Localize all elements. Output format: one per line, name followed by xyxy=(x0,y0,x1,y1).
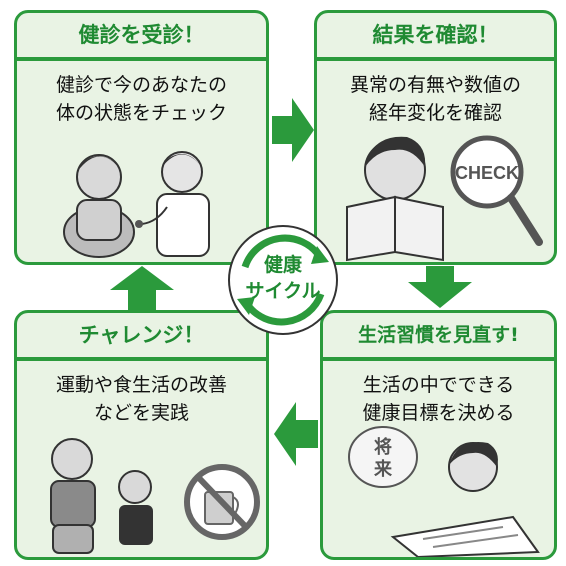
step-card-challenge: チャレンジ！ 運動や食生活の改善 などを実践 xyxy=(14,310,269,560)
reading-results-illustration: CHECK xyxy=(346,135,543,262)
step-card-review-habits: 生活習慣を見直す! 生活の中でできる 健康目標を決める 将 来 xyxy=(320,310,557,560)
goal-planning-illustration: 将 来 xyxy=(348,426,540,557)
title-underline xyxy=(17,57,266,61)
step-title: 健診を受診！ xyxy=(78,23,205,47)
step-title: 結果を確認！ xyxy=(372,23,499,47)
cycle-label-line: 健康 xyxy=(263,254,302,276)
step-description: 運動や食生活の改善 などを実践 xyxy=(23,371,260,427)
title-underline xyxy=(317,57,554,61)
description-line: 経年変化を確認 xyxy=(368,102,502,124)
arrow-right xyxy=(272,98,314,162)
arrow-up xyxy=(110,266,174,310)
title-underline xyxy=(17,357,266,361)
step-title: 生活習慣を見直す! xyxy=(358,324,519,346)
arrow-down xyxy=(408,266,472,308)
future-bubble-text: 将 xyxy=(374,436,392,458)
description-line: 体の状態をチェック xyxy=(55,102,227,124)
step-description: 異常の有無や数値の 経年変化を確認 xyxy=(323,71,548,127)
title-underline xyxy=(323,357,554,361)
description-line: 健診で今のあなたの xyxy=(55,74,227,96)
arrow-left xyxy=(274,402,318,466)
description-line: などを実践 xyxy=(93,402,189,424)
cycle-ring-icon xyxy=(228,225,338,335)
cycle-label: 健康 サイクル xyxy=(225,252,341,304)
cycle-label-line: サイクル xyxy=(245,280,321,302)
description-line: 異常の有無や数値の xyxy=(349,74,521,96)
description-line: 生活の中でできる xyxy=(362,374,515,396)
doctor-patient-illustration xyxy=(63,151,210,258)
description-line: 運動や食生活の改善 xyxy=(55,374,227,396)
description-line: 健康目標を決める xyxy=(362,402,515,424)
future-bubble-text: 来 xyxy=(373,459,393,480)
check-badge-text: CHECK xyxy=(455,163,519,183)
step-card-results: 結果を確認！ 異常の有無や数値の 経年変化を確認 CHECK xyxy=(314,10,557,265)
step-card-checkup: 健診を受診！ 健診で今のあなたの 体の状態をチェック xyxy=(14,10,269,265)
step-description: 生活の中でできる 健康目標を決める xyxy=(329,371,548,427)
step-description: 健診で今のあなたの 体の状態をチェック xyxy=(23,71,260,127)
health-cycle-badge: 健康 サイクル xyxy=(225,222,341,338)
exercise-diet-illustration xyxy=(50,438,260,554)
step-title: チャレンジ！ xyxy=(78,323,205,347)
